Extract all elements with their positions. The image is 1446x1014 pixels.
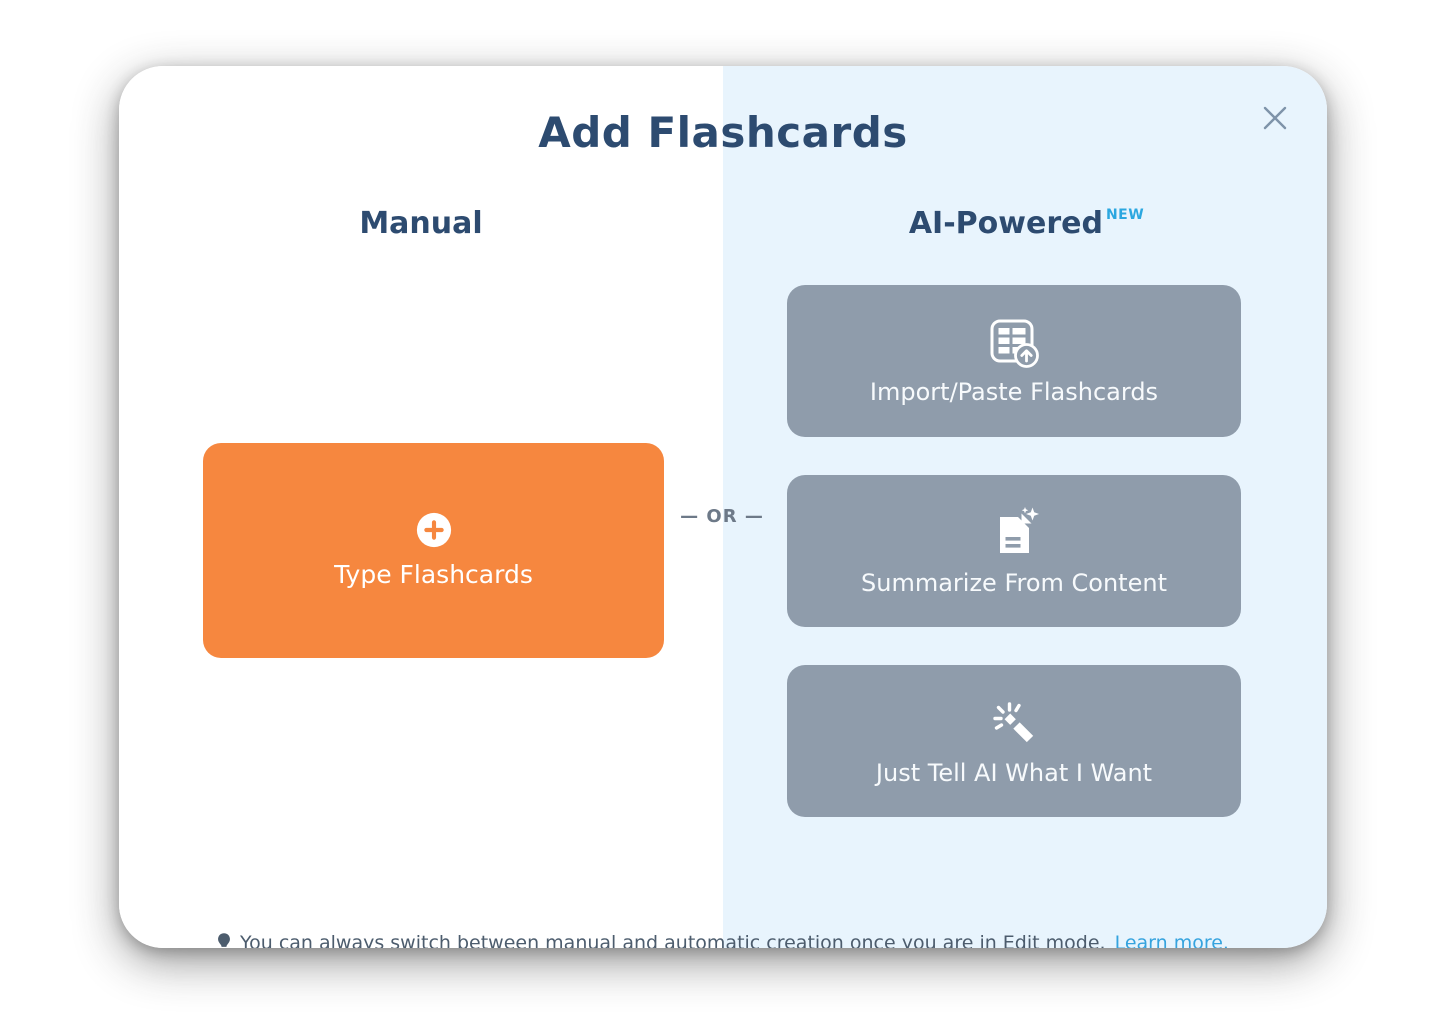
- ai-heading-label: AI-Powered: [908, 206, 1103, 241]
- just-tell-ai-label: Just Tell AI What I Want: [875, 758, 1153, 787]
- plus-icon: [416, 512, 452, 548]
- new-badge: NEW: [1105, 207, 1145, 223]
- or-divider: — OR —: [680, 506, 764, 527]
- summarize-from-content-button[interactable]: Summarize From Content: [787, 475, 1241, 627]
- learn-more-link[interactable]: Learn more.: [1114, 932, 1229, 948]
- magic-wand-icon: [987, 696, 1041, 750]
- footer-text: You can always switch between manual and…: [240, 932, 1106, 948]
- type-flashcards-label: Type Flashcards: [334, 560, 533, 589]
- import-paste-flashcards-button[interactable]: Import/Paste Flashcards: [787, 285, 1241, 437]
- modal-title: Add Flashcards: [538, 108, 908, 157]
- import-paste-flashcards-label: Import/Paste Flashcards: [869, 377, 1159, 406]
- document-sparkle-icon: [987, 506, 1041, 560]
- type-flashcards-button[interactable]: Type Flashcards: [203, 443, 664, 658]
- close-button[interactable]: [1255, 98, 1295, 138]
- lightbulb-icon: [217, 932, 231, 948]
- just-tell-ai-button[interactable]: Just Tell AI What I Want: [787, 665, 1241, 817]
- manual-heading: Manual: [359, 206, 483, 241]
- summarize-from-content-label: Summarize From Content: [861, 568, 1167, 597]
- footer-note: You can always switch between manual and…: [119, 932, 1327, 948]
- table-upload-icon: [988, 317, 1040, 369]
- close-icon: [1263, 106, 1287, 130]
